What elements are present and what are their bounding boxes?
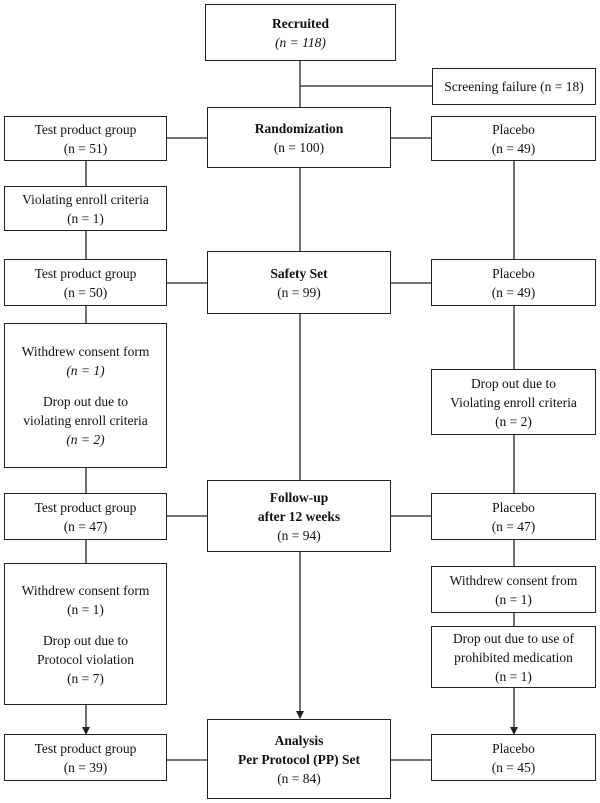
withdrew-dropout-box-2: Withdrew consent form (n = 1) Drop out d… (4, 563, 167, 705)
withdrew-dropout-box-1: Withdrew consent form (n = 1) Drop out d… (4, 323, 167, 468)
placebo-dropout-1-line2: Violating enroll criteria (450, 394, 577, 410)
test-group-box-2: Test product group (n = 50) (4, 259, 167, 306)
test-group-2-count: (n = 50) (63, 284, 108, 300)
analysis-box: Analysis Per Protocol (PP) Set (n = 84) (207, 719, 391, 799)
test-group-4-count: (n = 39) (63, 759, 108, 775)
placebo-1-count: (n = 49) (491, 140, 536, 156)
placebo-4-title: Placebo (492, 740, 535, 756)
placebo-3-count: (n = 47) (491, 518, 536, 534)
randomization-box: Randomization (n = 100) (207, 107, 391, 168)
safety-set-count: (n = 99) (277, 284, 321, 300)
placebo-4-count: (n = 45) (491, 759, 536, 775)
withdrew-1-line3: Drop out due to (42, 394, 129, 409)
screening-failure-text: Screening failure (n = 18) (444, 79, 584, 94)
placebo-1-title: Placebo (492, 121, 535, 137)
withdrew-1-line2: (n = 1) (66, 363, 105, 378)
placebo-dropout-box-2: Drop out due to use of prohibited medica… (431, 626, 596, 688)
analysis-line1: Analysis (274, 732, 324, 748)
violating-enroll-title: Violating enroll criteria (22, 191, 149, 207)
analysis-count: (n = 84) (277, 770, 321, 786)
screening-failure-box: Screening failure (n = 18) (432, 68, 596, 105)
safety-set-box: Safety Set (n = 99) (207, 251, 391, 314)
violating-enroll-box: Violating enroll criteria (n = 1) (4, 186, 167, 231)
recruited-title: Recruited (272, 15, 329, 31)
test-group-2-title: Test product group (34, 265, 137, 281)
test-group-3-count: (n = 47) (63, 518, 108, 534)
placebo-dropout-1-line3: (n = 2) (495, 413, 532, 429)
withdrew-2-line2: (n = 1) (67, 601, 104, 617)
placebo-dropout-2-line3: (n = 1) (495, 668, 532, 684)
followup-count: (n = 94) (277, 527, 321, 543)
test-group-1-title: Test product group (34, 121, 137, 137)
placebo-dropout-1-line1: Drop out due to (470, 375, 557, 391)
placebo-box-3: Placebo (n = 47) (431, 493, 596, 540)
followup-line1: Follow-up (269, 489, 329, 505)
test-group-3-title: Test product group (34, 499, 137, 515)
withdrew-1-line4: violating enroll criteria (23, 413, 148, 428)
violating-enroll-count: (n = 1) (67, 210, 104, 226)
placebo-dropout-box-1: Drop out due to Violating enroll criteri… (431, 369, 596, 435)
placebo-withdrew-box: Withdrew consent from (n = 1) (431, 566, 596, 613)
recruited-count: (n = 118) (275, 34, 326, 50)
test-group-box-3: Test product group (n = 47) (4, 493, 167, 540)
analysis-line2: Per Protocol (PP) Set (237, 751, 361, 767)
placebo-box-4: Placebo (n = 45) (431, 734, 596, 781)
placebo-withdrew-line1: Withdrew consent from (449, 572, 578, 588)
withdrew-2-line1: Withdrew consent form (21, 582, 150, 598)
placebo-2-title: Placebo (492, 265, 535, 281)
withdrew-1-line1: Withdrew consent form (21, 344, 150, 359)
placebo-3-title: Placebo (492, 499, 535, 515)
recruited-box: Recruited (n = 118) (205, 4, 396, 61)
test-group-box-4: Test product group (n = 39) (4, 734, 167, 781)
withdrew-2-line4: Protocol violation (36, 651, 135, 667)
withdrew-2-line5: (n = 7) (67, 670, 104, 686)
placebo-box-2: Placebo (n = 49) (431, 259, 596, 306)
withdrew-1-line5: (n = 2) (66, 432, 105, 447)
placebo-dropout-2-line2: prohibited medication (454, 649, 573, 665)
followup-box: Follow-up after 12 weeks (n = 94) (207, 480, 391, 552)
safety-set-title: Safety Set (270, 265, 328, 281)
withdrew-2-line3: Drop out due to (42, 632, 129, 648)
followup-line2: after 12 weeks (257, 508, 341, 524)
placebo-dropout-2-line1: Drop out due to use of (452, 630, 575, 646)
randomization-count: (n = 100) (273, 139, 325, 155)
placebo-withdrew-line2: (n = 1) (495, 591, 532, 607)
randomization-title: Randomization (254, 120, 344, 136)
test-group-4-title: Test product group (34, 740, 137, 756)
placebo-box-1: Placebo (n = 49) (431, 116, 596, 161)
placebo-2-count: (n = 49) (491, 284, 536, 300)
test-group-1-count: (n = 51) (63, 140, 108, 156)
test-group-box-1: Test product group (n = 51) (4, 116, 167, 161)
